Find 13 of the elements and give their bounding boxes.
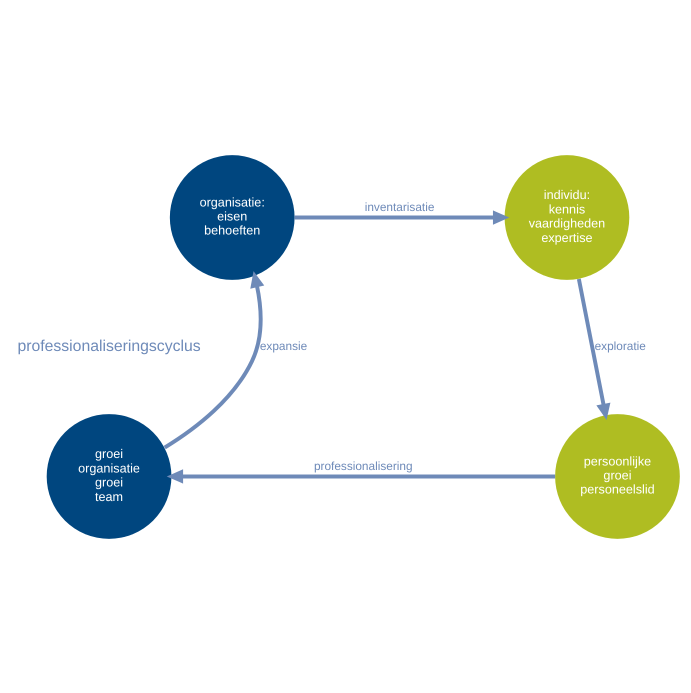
label: professionaliseringscyclus (17, 337, 201, 354)
edge-label: inventarisatie (364, 200, 434, 214)
arrow (166, 468, 556, 484)
edge-label: professionalisering (314, 458, 413, 473)
node-circle: organisatie: eisen behoeften (170, 154, 295, 280)
edge-label: expansie (260, 338, 308, 352)
arrow (294, 210, 510, 224)
arrow (576, 278, 610, 420)
node-circle: individu: kennis vaardigheden expertise (504, 154, 630, 280)
edge-label: exploratie (594, 338, 646, 352)
node-circle: groei organisatie groei team (46, 414, 172, 538)
node-circle: persoonlijke groei personeelslid (555, 414, 680, 538)
arrow (164, 270, 264, 449)
